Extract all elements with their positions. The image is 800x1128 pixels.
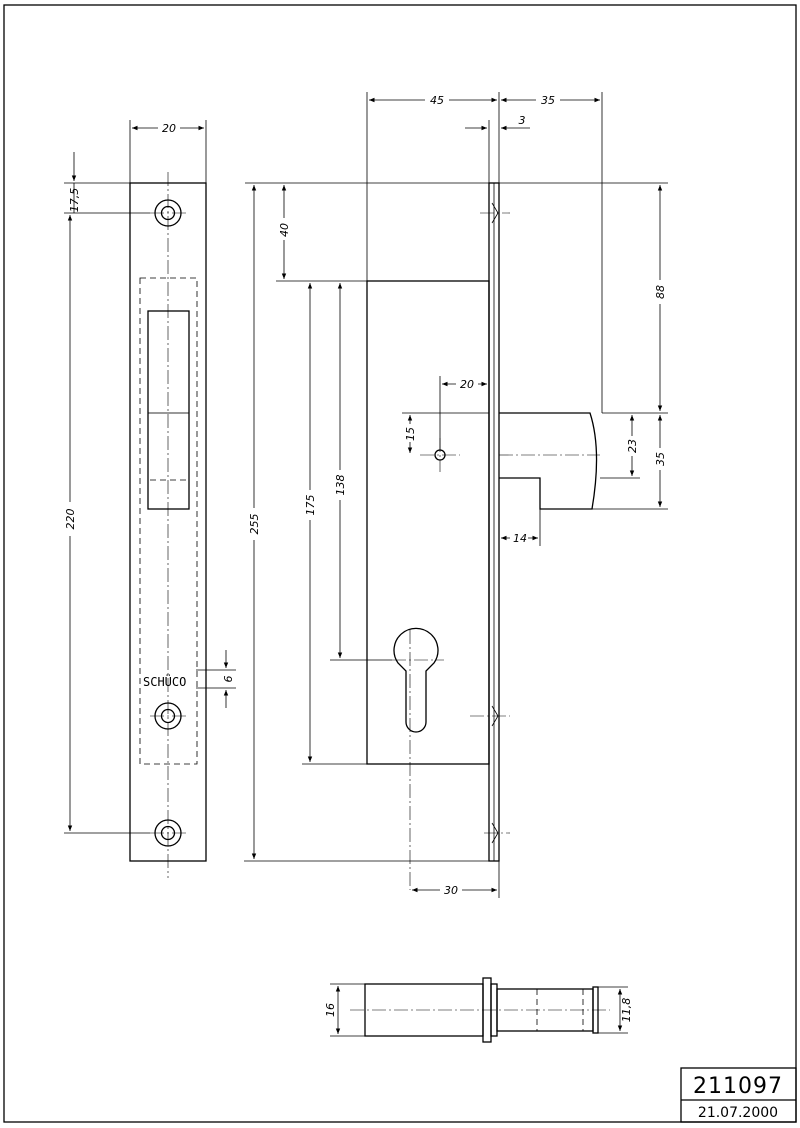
lockcase-hidden-outline	[139, 277, 198, 765]
title-block: 211097 21.07.2000	[680, 1067, 797, 1123]
dim-brand-height: 6	[222, 676, 235, 683]
dim-follower-offset: 20	[460, 378, 474, 391]
dim-bolt-inner: 23	[626, 439, 639, 453]
screw-hole-bottom	[150, 819, 186, 847]
brand-label: SCHÜCO	[143, 673, 186, 689]
dim-cylinder-backset: 30	[444, 884, 458, 897]
dim-follower-size: 15	[404, 427, 417, 441]
dim-hole-spacing: 220	[64, 509, 77, 530]
dim-pin-large: 16	[324, 1003, 337, 1017]
dim-pin-small: 11,8	[620, 998, 633, 1023]
faceplate-view: SCHÜCO 20 17,5 220 6	[61, 120, 236, 878]
lockbody-view: 45 35 3 40 175 138 255 88	[244, 92, 668, 898]
cylinder-cutout	[393, 627, 439, 733]
dim-top-offset: 17,5	[68, 188, 81, 213]
dim-backset: 45	[430, 94, 444, 107]
latch-slot	[147, 412, 190, 510]
screw-hole-middle	[150, 702, 186, 730]
dim-faceplate-width: 20	[162, 122, 176, 135]
sheet-border	[3, 4, 797, 1123]
bolt-slot	[147, 310, 190, 510]
dim-to-bolt-center: 88	[654, 285, 667, 299]
pin-view: 16 11,8	[324, 977, 633, 1043]
dim-bolt-height: 35	[654, 452, 667, 466]
dim-cylinder-distance: 138	[334, 475, 347, 496]
lock-case	[366, 280, 490, 765]
dim-overall-height: 255	[248, 514, 261, 535]
screw-hole-top	[150, 199, 186, 227]
dim-bolt-throw: 35	[541, 94, 555, 107]
dim-face-thickness: 3	[519, 114, 526, 127]
drawing-number: 211097	[693, 1074, 783, 1099]
drawing-date: 21.07.2000	[698, 1105, 778, 1121]
dim-body-top: 40	[278, 223, 291, 237]
dim-case-height: 175	[304, 495, 317, 516]
bolt	[499, 412, 598, 510]
dim-bolt-step: 14	[513, 532, 527, 545]
